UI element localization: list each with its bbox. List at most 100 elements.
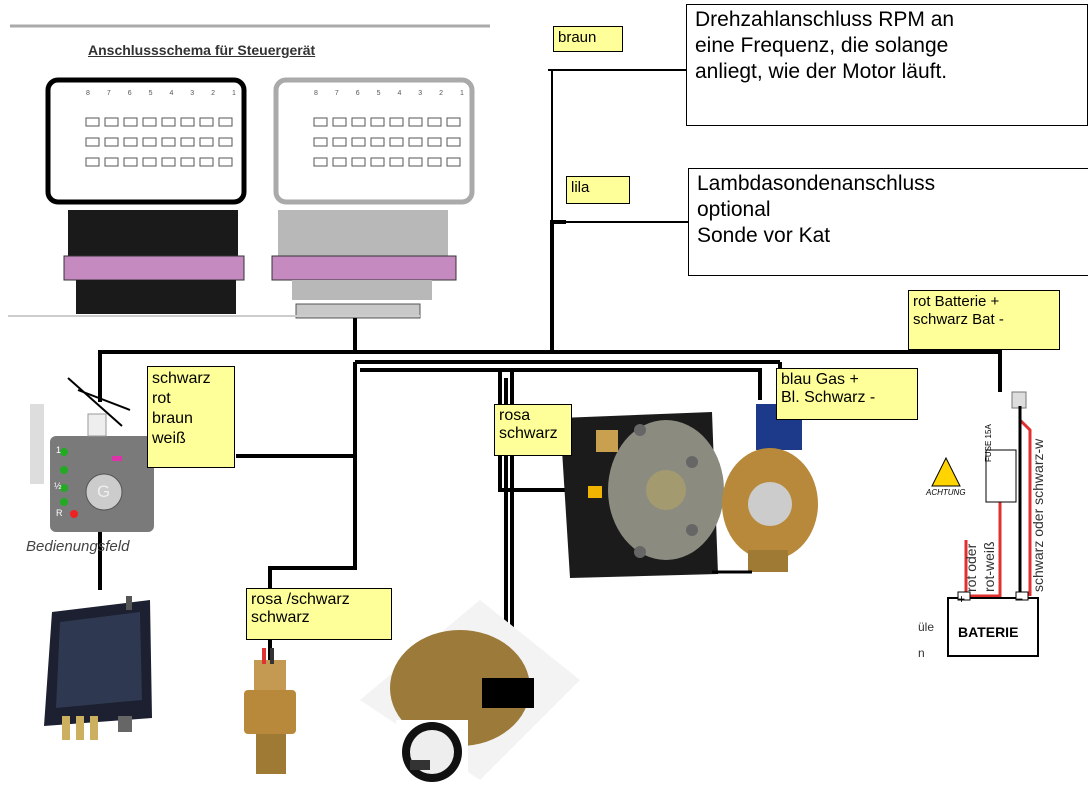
connector-pin — [199, 157, 214, 167]
connector-pin — [332, 117, 347, 127]
connector-pin — [427, 137, 442, 147]
connector-pin-number: 6 — [355, 90, 360, 97]
connector-pin — [370, 137, 385, 147]
connector-pin-number: 4 — [169, 90, 174, 97]
connector-pin — [313, 117, 328, 127]
panel-led-label-half: ½ — [54, 481, 62, 491]
battery-minus: − — [1016, 592, 1024, 606]
label-lila: lila — [566, 176, 630, 204]
connector-plug-black — [76, 280, 236, 314]
connector-pin — [332, 157, 347, 167]
panel-hatch — [67, 377, 131, 427]
connector-pin — [85, 117, 100, 127]
wire-harness-clip — [295, 303, 421, 319]
connector-pin-number: 6 — [127, 90, 132, 97]
connector-pin — [123, 117, 138, 127]
connector-pin-number: 5 — [376, 90, 381, 97]
connector-pin-number: 2 — [211, 90, 216, 97]
connector-body-grey — [278, 210, 448, 262]
connector-pin-number: 8 — [314, 90, 318, 97]
connector-pin — [142, 117, 157, 127]
battery-fuse-label: FUSE 15A — [984, 424, 993, 462]
connector-pin-number: 4 — [397, 90, 402, 97]
connector-pin — [180, 117, 195, 127]
connector-pin — [104, 157, 119, 167]
connector-band-grey — [271, 255, 457, 281]
connector-pin — [85, 137, 100, 147]
connector-pin — [142, 137, 157, 147]
schema-title: Anschlussschema für Steuergerät — [88, 42, 316, 58]
connector-pin — [351, 117, 366, 127]
connector-pin — [104, 117, 119, 127]
connector-pin — [446, 157, 461, 167]
connector-pin — [389, 137, 404, 147]
connector-pin — [408, 117, 423, 127]
battery-graphic — [931, 391, 1039, 657]
connector-pin — [351, 137, 366, 147]
connector-pin — [389, 157, 404, 167]
connector-pin — [351, 157, 366, 167]
connector-pin-number: 7 — [334, 90, 339, 97]
battery-label: BATERIE — [958, 624, 1019, 640]
connector-pin — [313, 137, 328, 147]
label-braun: braun — [553, 26, 623, 52]
control-panel-graphic — [30, 404, 154, 532]
label-pressure-sensor: rosa /schwarz schwarz — [246, 588, 392, 640]
panel-led-label-r: R — [56, 508, 63, 518]
connector-pin — [218, 137, 233, 147]
connector-pin-number: 3 — [190, 90, 195, 97]
connector-pin — [408, 137, 423, 147]
connector-pin — [199, 137, 214, 147]
connector-pin — [123, 137, 138, 147]
reducer-graphic — [360, 600, 580, 782]
rpm-annotation: Drehzahlanschluss RPM an eine Frequenz, … — [686, 4, 1088, 126]
battery-plus: + — [958, 592, 966, 606]
connector-pin — [199, 117, 214, 127]
panel-button-letter: G — [97, 482, 111, 501]
panel-led-label-1: 1 — [56, 445, 62, 455]
connector-body-black — [68, 210, 238, 262]
connector-pin — [332, 137, 347, 147]
connector-pin — [161, 117, 176, 127]
connector-plug-grey — [292, 280, 432, 300]
connector-pin — [180, 157, 195, 167]
connector-pin — [161, 157, 176, 167]
relay-graphic — [44, 596, 152, 740]
battery-warning: ACHTUNG — [926, 488, 966, 497]
connector-pin — [161, 137, 176, 147]
connector-pin — [389, 117, 404, 127]
battery-wire-red-label: rot oder rot-weiß — [963, 541, 997, 592]
connector-pin — [408, 157, 423, 167]
connector-pin — [370, 117, 385, 127]
connector-pin — [142, 157, 157, 167]
connector-pin — [85, 157, 100, 167]
connector-pins-grey — [313, 117, 461, 167]
battery-wire-black-label: schwarz oder schwarz-w — [1030, 438, 1046, 592]
connector-pin-number: 1 — [460, 90, 464, 97]
connector-pin — [104, 137, 119, 147]
connector-pin — [180, 137, 195, 147]
connector-pin-number: 3 — [418, 90, 423, 97]
connector-pin-number: 1 — [232, 90, 236, 97]
panel-caption: Bedienungsfeld — [26, 538, 130, 555]
connector-pin-number: 8 — [86, 90, 90, 97]
lambda-annotation: Lambdasondenanschluss optional Sonde vor… — [688, 168, 1088, 276]
connector-pin — [218, 117, 233, 127]
label-battery: rot Batterie + schwarz Bat - — [908, 290, 1060, 350]
connector-pin — [370, 157, 385, 167]
connector-pin — [446, 117, 461, 127]
gas-valve-graphic — [712, 404, 818, 574]
battery-side-text: üle n — [918, 620, 935, 660]
connector-pins-black — [85, 117, 233, 167]
connector-band-black — [63, 255, 245, 281]
connector-pin — [427, 117, 442, 127]
pressure-sensor-graphic — [244, 648, 296, 774]
connector-pin — [218, 157, 233, 167]
connector-pin-number: 5 — [148, 90, 153, 97]
connector-pin — [427, 157, 442, 167]
label-gas-valve: blau Gas + Bl. Schwarz - — [776, 368, 918, 420]
label-panel-wires: schwarz rot braun weiß — [147, 366, 235, 468]
